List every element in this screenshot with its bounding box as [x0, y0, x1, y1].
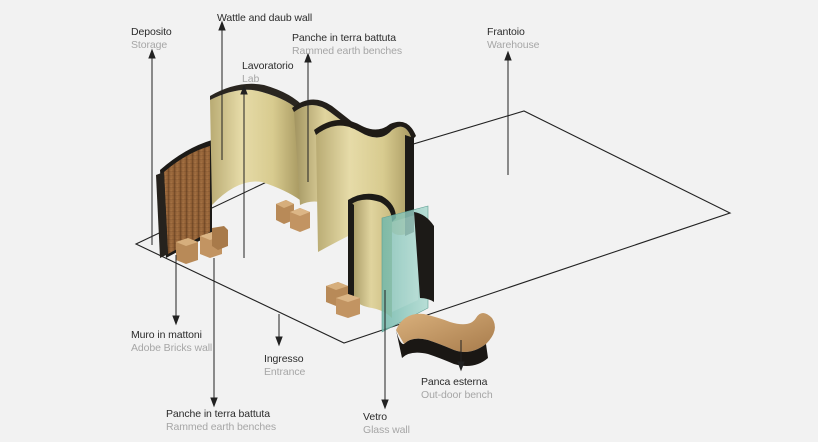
- label-wattle-it: Wattle and daub wall: [217, 12, 313, 24]
- label-panca-en: Out-door bench: [421, 389, 493, 401]
- label-frantoio: Frantoio Warehouse: [487, 26, 540, 52]
- benches-center: [276, 200, 310, 232]
- label-deposito: Deposito Storage: [131, 26, 172, 52]
- label-vetro-it: Vetro: [363, 411, 388, 423]
- label-panche-top-en: Rammed earth benches: [292, 45, 403, 57]
- adobe-brick-wall: [156, 140, 212, 258]
- dark-wall-segment: [414, 212, 434, 302]
- label-panche-bot-en: Rammed earth benches: [166, 421, 277, 433]
- label-frantoio-en: Warehouse: [487, 39, 540, 51]
- label-wattle: Wattle and daub wall: [217, 12, 312, 25]
- label-vetro-en: Glass wall: [363, 424, 410, 436]
- label-deposito-en: Storage: [131, 39, 168, 51]
- label-lavoratorio: Lavoratorio Lab: [242, 60, 294, 86]
- leader-lines: [148, 20, 512, 410]
- label-panche-bot-it: Panche in terra battuta: [166, 408, 270, 420]
- wattle-daub-wall: [210, 83, 305, 205]
- label-ingresso: Ingresso Entrance: [264, 353, 305, 379]
- label-panca: Panca esterna Out-door bench: [421, 376, 493, 402]
- label-ingresso-en: Entrance: [264, 366, 306, 378]
- benches-left: [176, 226, 228, 264]
- label-panche-bot: Panche in terra battuta Rammed earth ben…: [166, 408, 276, 434]
- label-vetro: Vetro Glass wall: [363, 411, 410, 437]
- benches-front: [326, 282, 360, 318]
- label-panca-it: Panca esterna: [421, 376, 488, 388]
- label-muro: Muro in mattoni Adobe Bricks wall: [131, 329, 212, 355]
- label-lavoratorio-it: Lavoratorio: [242, 60, 294, 72]
- label-lavoratorio-en: Lab: [242, 73, 260, 85]
- label-frantoio-it: Frantoio: [487, 26, 525, 38]
- label-panche-top: Panche in terra battuta Rammed earth ben…: [292, 32, 402, 58]
- label-deposito-it: Deposito: [131, 26, 172, 38]
- label-muro-it: Muro in mattoni: [131, 329, 202, 341]
- label-panche-top-it: Panche in terra battuta: [292, 32, 396, 44]
- label-ingresso-it: Ingresso: [264, 353, 304, 365]
- rammed-earth-wall-front: [348, 193, 396, 318]
- label-muro-en: Adobe Bricks wall: [131, 342, 213, 354]
- outdoor-bench: [396, 313, 495, 366]
